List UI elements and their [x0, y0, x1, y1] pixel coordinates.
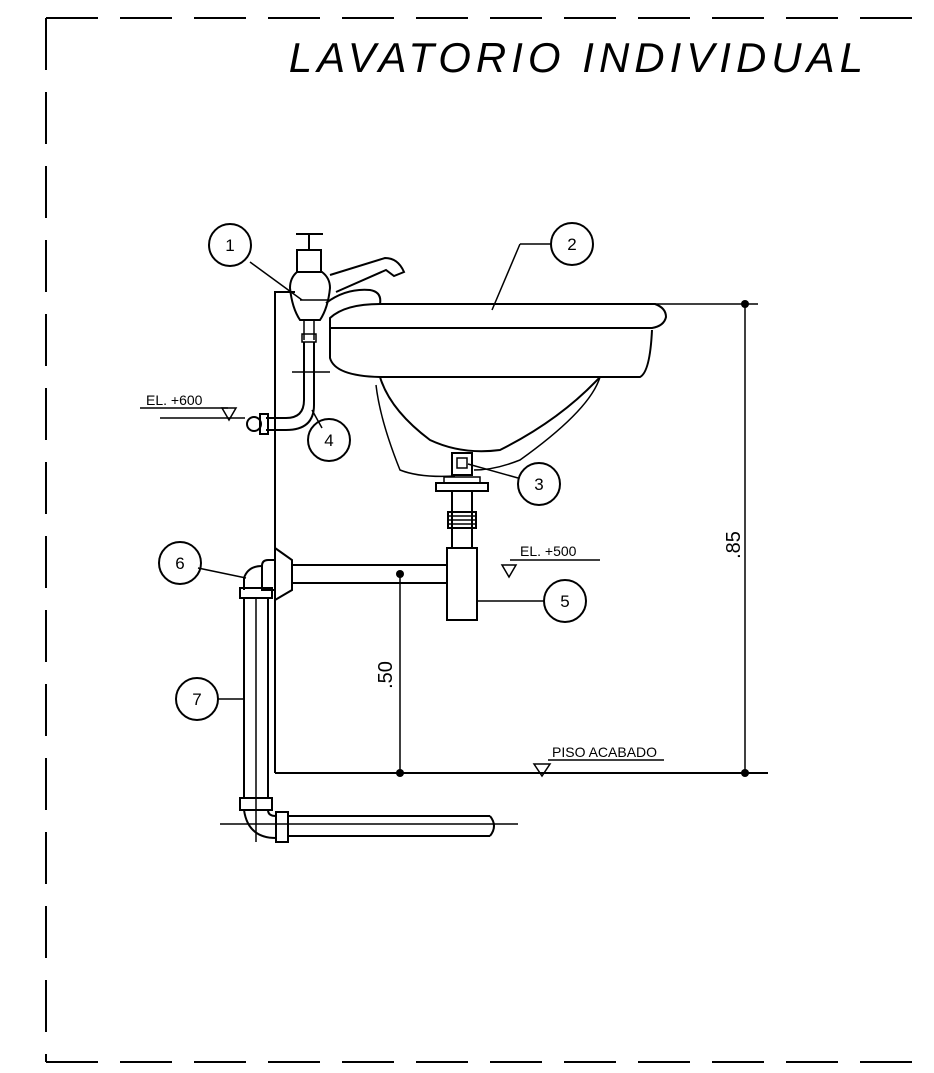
- callout-leaders: [197, 243, 552, 700]
- level-marker-drain: [500, 559, 600, 579]
- callout-7-label: 7: [192, 690, 201, 709]
- level-label-supply: EL. +600: [146, 392, 203, 408]
- faucet: [288, 233, 406, 343]
- callout-1-label: 1: [225, 236, 234, 255]
- dimension-label-50: .50: [375, 661, 397, 689]
- drain-arm: [274, 546, 447, 602]
- level-marker-floor: [532, 759, 664, 778]
- drain-trap: [435, 452, 489, 621]
- dimension-basin-height: [652, 300, 758, 777]
- wall-line: [274, 291, 295, 320]
- callout-6: 6: [158, 541, 202, 585]
- callout-3: 3: [517, 462, 561, 506]
- callout-6-label: 6: [175, 554, 184, 573]
- level-label-floor: PISO ACABADO: [552, 744, 657, 760]
- callout-5: 5: [543, 579, 587, 623]
- callout-5-label: 5: [560, 592, 569, 611]
- callout-4-label: 4: [324, 431, 333, 450]
- callout-1: 1: [208, 223, 252, 267]
- drain-stack: [220, 559, 518, 843]
- level-label-drain: EL. +500: [520, 543, 577, 559]
- dimension-label-85: .85: [723, 531, 745, 559]
- callout-2-label: 2: [567, 235, 576, 254]
- callout-4: 4: [307, 418, 351, 462]
- callout-3-label: 3: [534, 475, 543, 494]
- supply-tube: [246, 342, 315, 435]
- level-marker-supply: [140, 407, 245, 422]
- basin: [292, 303, 668, 478]
- drawing-title: LAVATORIO INDIVIDUAL: [289, 34, 868, 81]
- dimension-drain-height: [396, 570, 404, 777]
- callout-7: 7: [175, 677, 219, 721]
- callout-2: 2: [550, 222, 594, 266]
